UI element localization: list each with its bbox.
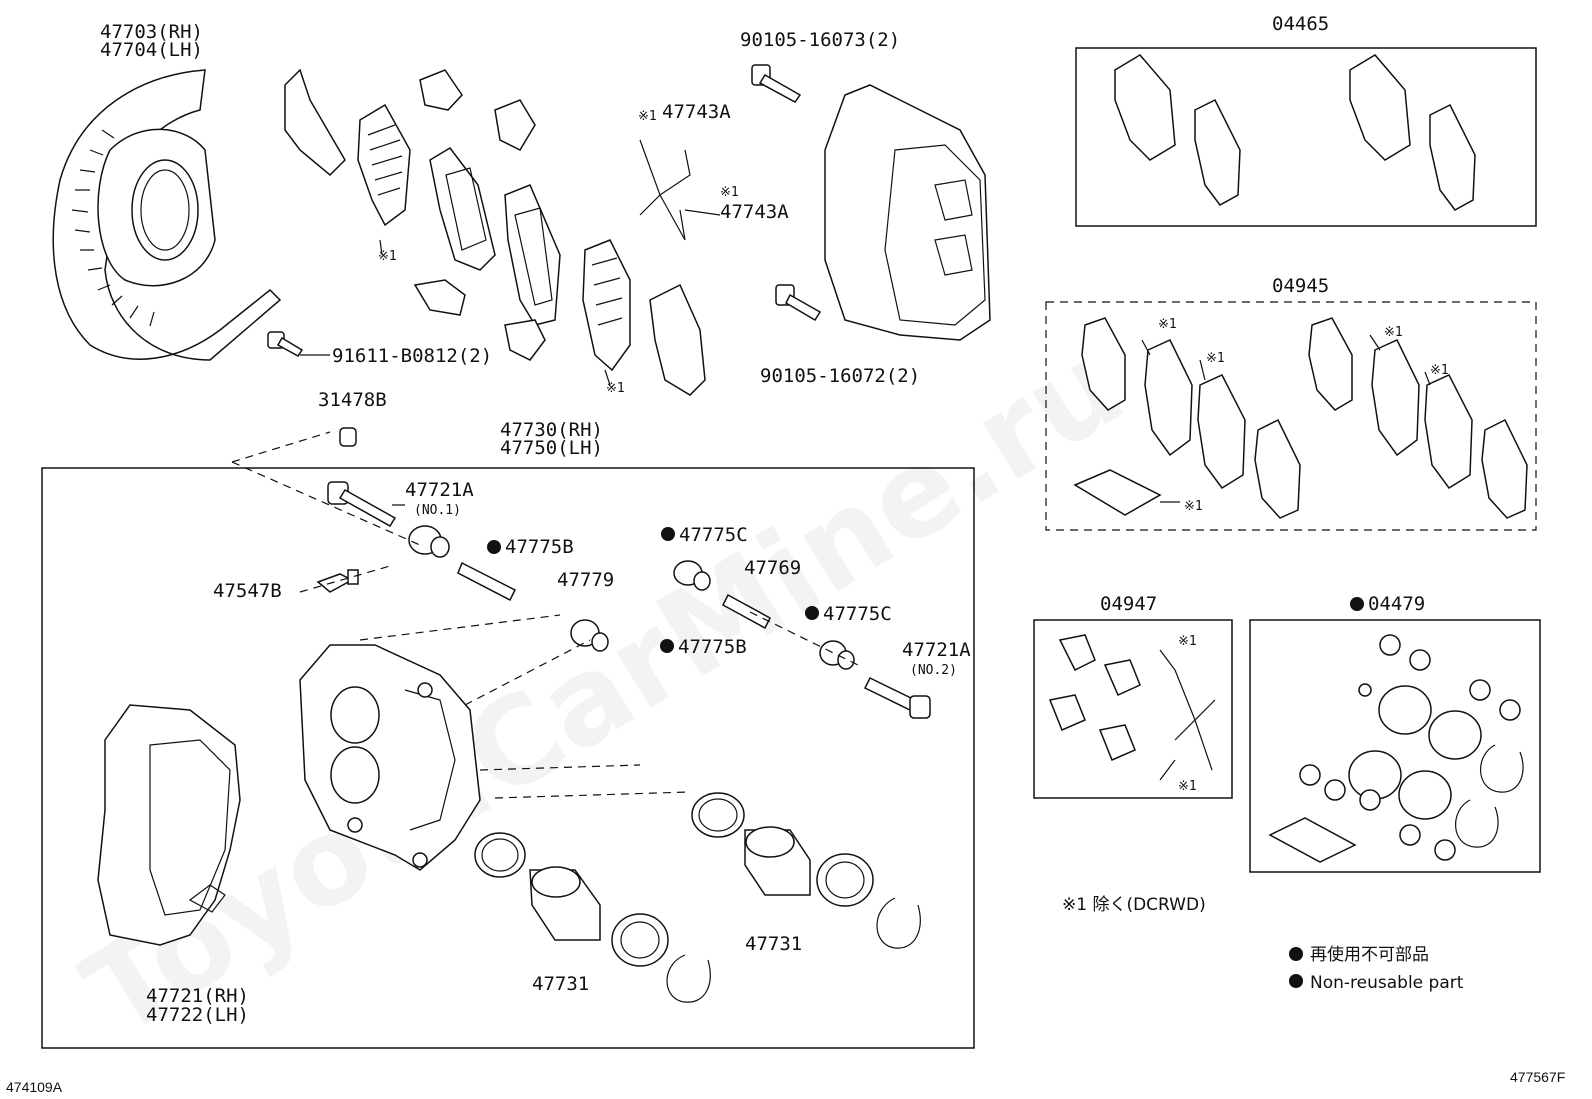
label-excl-mark: ※1 bbox=[1430, 363, 1449, 378]
label-mount-rh: 47721(RH) bbox=[146, 985, 249, 1007]
label-excl-mark: ※1 bbox=[720, 185, 739, 200]
label-pin-bolt-2-no: (NO.2) bbox=[910, 663, 957, 678]
label-pin-bolt-2: 47721A bbox=[902, 639, 971, 661]
shim-kit-shims-icon[interactable] bbox=[1073, 317, 1528, 519]
piston-47731-right-icon[interactable] bbox=[744, 826, 811, 896]
label-pin-bolt-1-no: (NO.1) bbox=[414, 503, 461, 518]
bleeder-plug-icon[interactable] bbox=[316, 569, 359, 593]
guide-bolt-no1-icon[interactable] bbox=[327, 481, 397, 528]
label-shim-top: 47743A bbox=[662, 101, 731, 123]
fitting-kit-parts-icon[interactable] bbox=[1048, 634, 1216, 771]
dust-shield-icon[interactable] bbox=[52, 69, 282, 361]
watermark: ToyotaCarMine.ru bbox=[62, 314, 1148, 1064]
label-shim-mid: 47743A bbox=[720, 201, 789, 223]
nonreusable-dot bbox=[1350, 597, 1364, 611]
label-kit-fitting: 04947 bbox=[1100, 593, 1157, 615]
caliper-body-icon[interactable] bbox=[299, 644, 481, 871]
label-excl-mark: ※1 bbox=[638, 109, 657, 124]
figure-ref-right: 477567F bbox=[1510, 1069, 1565, 1085]
label-piston-2: 47731 bbox=[745, 933, 802, 955]
label-excl-mark: ※1 bbox=[1178, 779, 1197, 794]
label-kit-shims: 04945 bbox=[1272, 275, 1329, 297]
caliper-assembly-box bbox=[41, 467, 975, 1049]
caliper-mounting-bracket-icon[interactable] bbox=[97, 704, 241, 946]
legend-nonreusable-en: Non-reusable part bbox=[1310, 973, 1464, 993]
label-pin-2: 47769 bbox=[744, 557, 801, 579]
guide-bolt-no2-icon[interactable] bbox=[863, 676, 931, 719]
shield-bolt-icon[interactable] bbox=[267, 331, 304, 357]
nonreusable-dot bbox=[805, 606, 819, 620]
label-boot-b-2: 47775B bbox=[678, 636, 747, 658]
pad-kit-box bbox=[1075, 47, 1537, 227]
nonreusable-dot bbox=[661, 527, 675, 541]
dust-boot-right-icon[interactable] bbox=[816, 853, 874, 907]
label-pin-bolt-1: 47721A bbox=[405, 479, 474, 501]
label-caliper-rh: 47730(RH) bbox=[500, 419, 603, 441]
seal-kit-parts-icon[interactable] bbox=[1268, 634, 1524, 863]
fitting-kit-box bbox=[1033, 619, 1233, 799]
piston-47731-left-icon[interactable] bbox=[529, 866, 601, 941]
shim-kit-box bbox=[1045, 301, 1537, 531]
assembly-guide-lines bbox=[231, 461, 861, 799]
label-mount-lh: 47722(LH) bbox=[146, 1004, 249, 1026]
exclusion-note: ※1 除く(DCRWD) bbox=[1062, 895, 1206, 915]
nonreusable-dot bbox=[660, 639, 674, 653]
label-kit-pads: 04465 bbox=[1272, 13, 1329, 35]
snap-ring-left-icon[interactable] bbox=[666, 954, 711, 1003]
label-piston-1: 47731 bbox=[532, 973, 589, 995]
caliper-bolt-lower-icon[interactable] bbox=[775, 284, 822, 322]
snap-ring-right-icon[interactable] bbox=[876, 897, 921, 949]
label-excl-mark: ※1 bbox=[1206, 351, 1225, 366]
boot-47775b-lower-icon[interactable] bbox=[570, 619, 609, 652]
dust-boot-left-icon[interactable] bbox=[611, 913, 669, 967]
label-cap: 31478B bbox=[318, 389, 387, 411]
caliper-box-leader bbox=[231, 431, 331, 463]
label-shield-rh: 47703(RH) bbox=[100, 21, 203, 43]
figure-ref-left: 474109A bbox=[6, 1079, 63, 1095]
label-bolt-caliper: 90105-16072(2) bbox=[760, 365, 920, 387]
piston-seal-ring-lower-icon[interactable] bbox=[474, 832, 526, 878]
piston-seal-ring-upper-icon[interactable] bbox=[691, 792, 745, 838]
caliper-bolt-top-icon[interactable] bbox=[751, 64, 802, 103]
label-excl-mark: ※1 bbox=[1178, 634, 1197, 649]
anti-rattle-spring-icon[interactable] bbox=[639, 139, 691, 241]
label-pin-1: 47779 bbox=[557, 569, 614, 591]
label-boot-c-2: 47775C bbox=[823, 603, 892, 625]
label-excl-mark: ※1 bbox=[1384, 325, 1403, 340]
pad-kit-pads-icon[interactable] bbox=[1114, 54, 1476, 211]
caliper-assembly-top-icon[interactable] bbox=[824, 84, 991, 341]
label-bolt-shield: 91611-B0812(2) bbox=[332, 345, 492, 367]
label-boot-b-1: 47775B bbox=[505, 536, 574, 558]
slide-pin-47779-icon[interactable] bbox=[457, 561, 517, 602]
label-kit-seal: 04479 bbox=[1368, 593, 1425, 615]
label-bleeder: 47547B bbox=[213, 580, 282, 602]
label-boot-c-1: 47775C bbox=[679, 524, 748, 546]
slide-pin-47769-icon[interactable] bbox=[722, 593, 771, 630]
legend-dot-en bbox=[1289, 974, 1303, 988]
legend-nonreusable-jp: 再使用不可部品 bbox=[1310, 944, 1429, 965]
label-excl-mark: ※1 bbox=[1158, 317, 1177, 332]
brake-pad-group-icon[interactable] bbox=[284, 68, 706, 396]
seal-kit-box bbox=[1249, 619, 1541, 873]
label-excl-mark: ※1 bbox=[606, 381, 625, 396]
nonreusable-dot bbox=[487, 540, 501, 554]
leader-lines bbox=[300, 209, 1431, 781]
label-excl-mark: ※1 bbox=[378, 249, 397, 264]
legend-dot-jp bbox=[1289, 947, 1303, 961]
label-bolt-top: 90105-16073(2) bbox=[740, 29, 900, 51]
label-excl-mark: ※1 bbox=[1184, 499, 1203, 514]
label-shield-lh: 47704(LH) bbox=[100, 39, 203, 61]
boot-47775b-upper-icon[interactable] bbox=[408, 525, 450, 558]
boot-47775c-lower-icon[interactable] bbox=[819, 640, 855, 670]
label-caliper-lh: 47750(LH) bbox=[500, 437, 603, 459]
bleeder-cap-icon[interactable] bbox=[339, 427, 357, 447]
boot-47775c-upper-icon[interactable] bbox=[673, 560, 711, 591]
